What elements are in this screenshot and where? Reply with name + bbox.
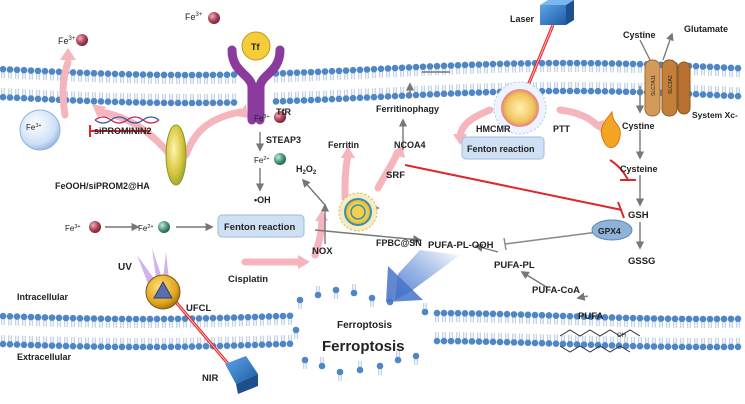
label-ncoa4: NCOA4 <box>394 140 426 150</box>
label-gpx4: GPX4 <box>598 226 621 236</box>
label-fpbc-sn: FPBC@SN <box>376 238 422 248</box>
transferrin-receptor <box>227 31 285 125</box>
label-pufa-pl: PUFA-PL <box>494 260 535 271</box>
label-gssg: GSSG <box>628 256 655 267</box>
fe3-ion-mid <box>274 111 286 123</box>
label-cisplatin: Cisplatin <box>228 274 268 285</box>
label-fe3-top-center: Fe3+ <box>185 12 203 22</box>
sirna-helix-icon <box>94 116 160 124</box>
label-cystine-right: Cystine <box>622 121 655 131</box>
label-laser: Laser <box>510 14 535 24</box>
label-intracellular: Intracellular <box>17 292 69 302</box>
hmcmr-nanoparticle <box>493 81 547 135</box>
endosome-vesicle <box>19 109 61 151</box>
label-fenton-reaction-right: Fenton reaction <box>467 144 535 154</box>
pufa-chain-icon <box>559 329 641 353</box>
system-xc-transporter <box>639 32 691 117</box>
gray-arrows <box>105 71 645 301</box>
fe3-ion-top-center <box>208 12 220 24</box>
label-h2o2: H2O2 <box>296 164 317 176</box>
pink-arrow-to-fe3-mid <box>182 108 244 159</box>
label-siprominin2: siPROMININ2 <box>94 126 152 136</box>
label-oh-radical: •OH <box>254 195 271 205</box>
fe3-ion-left <box>89 221 101 233</box>
label-pufa-coa: PUFA-CoA <box>532 285 580 296</box>
ptt-flame-icon <box>600 110 621 149</box>
red-inhibition-lines <box>89 125 636 219</box>
gpx4-oval <box>591 219 633 241</box>
label-ferroptosis: Ferroptosis <box>322 338 405 355</box>
fe2-ion-left <box>158 221 170 233</box>
nir-device <box>168 294 258 394</box>
label-nox: NOX <box>312 246 333 257</box>
label-srf: SRF <box>386 170 405 181</box>
label-ferritinophagy: Ferritinophagy <box>376 104 439 114</box>
feooh-nanorod <box>165 124 187 186</box>
label-tf: Tf <box>251 42 260 52</box>
label-cystine-top: Cystine <box>623 30 656 40</box>
label-slc7a11: SLC7A11 <box>651 75 657 96</box>
label-fenton-reaction-center: Fenton reaction <box>224 222 295 233</box>
label-steap3: STEAP3 <box>266 135 301 145</box>
pink-arrows <box>59 58 602 266</box>
fpbc-nanoparticle <box>338 192 378 232</box>
pink-arrow-fenton-right <box>456 106 494 140</box>
label-lipid-oh: OH <box>617 333 626 339</box>
label-fe3-vesicle: Fe3+ <box>26 123 42 132</box>
label-hmcmr: HMCMR <box>476 124 511 134</box>
label-system-xc: System Xc- <box>692 110 738 120</box>
label-ferritin: Ferritin <box>328 140 359 150</box>
pink-arrow-fe3-out <box>59 58 72 119</box>
pink-arrow-ferritin <box>341 151 352 202</box>
label-uv: UV <box>118 262 132 273</box>
cell-membrane-top <box>0 59 742 107</box>
fe3-ion-top-left <box>76 34 88 46</box>
label-ufcl: UFCL <box>186 303 212 314</box>
fe2-ion-mid <box>274 153 286 165</box>
gpx4-inhibit <box>503 231 599 251</box>
label-pufa: PUFA <box>578 311 603 322</box>
label-slc3a2: SLC3A2 <box>668 75 674 94</box>
text-labels: Fe3+ Fe3+ Tf TfR Laser Cystine Glutamate… <box>17 12 738 384</box>
cell-membrane-bottom <box>0 284 742 381</box>
ufcl-nanoparticle <box>145 274 181 310</box>
label-nir: NIR <box>202 373 219 384</box>
fenton-reaction-box-right <box>461 136 545 160</box>
label-gsh: GSH <box>628 210 649 221</box>
label-ferroptosis-ghost: Ferroptosis <box>337 320 392 331</box>
fenton-reaction-box-center <box>217 214 305 238</box>
label-glutamate: Glutamate <box>684 24 728 34</box>
label-extracellular: Extracellular <box>17 352 72 362</box>
label-fe3-top-left: Fe3+ <box>58 36 76 46</box>
label-fe2-mid: Fe2+ <box>254 156 270 165</box>
label-fe3-left: Fe3+ <box>65 224 81 233</box>
label-pufa-pl-ooh: PUFA-PL-OOH <box>428 240 494 251</box>
label-fe3-mid: Fe3+ <box>254 114 270 123</box>
label-cysteine: Cysteine <box>620 164 658 174</box>
label-feooh-siprom2-ha: FeOOH/siPROM2@HA <box>55 181 150 191</box>
label-ptt: PTT <box>553 124 571 134</box>
label-tfr: TfR <box>276 107 291 117</box>
label-fe2-left: Fe2+ <box>138 224 154 233</box>
ferroptosis-big-arrow <box>386 250 460 302</box>
